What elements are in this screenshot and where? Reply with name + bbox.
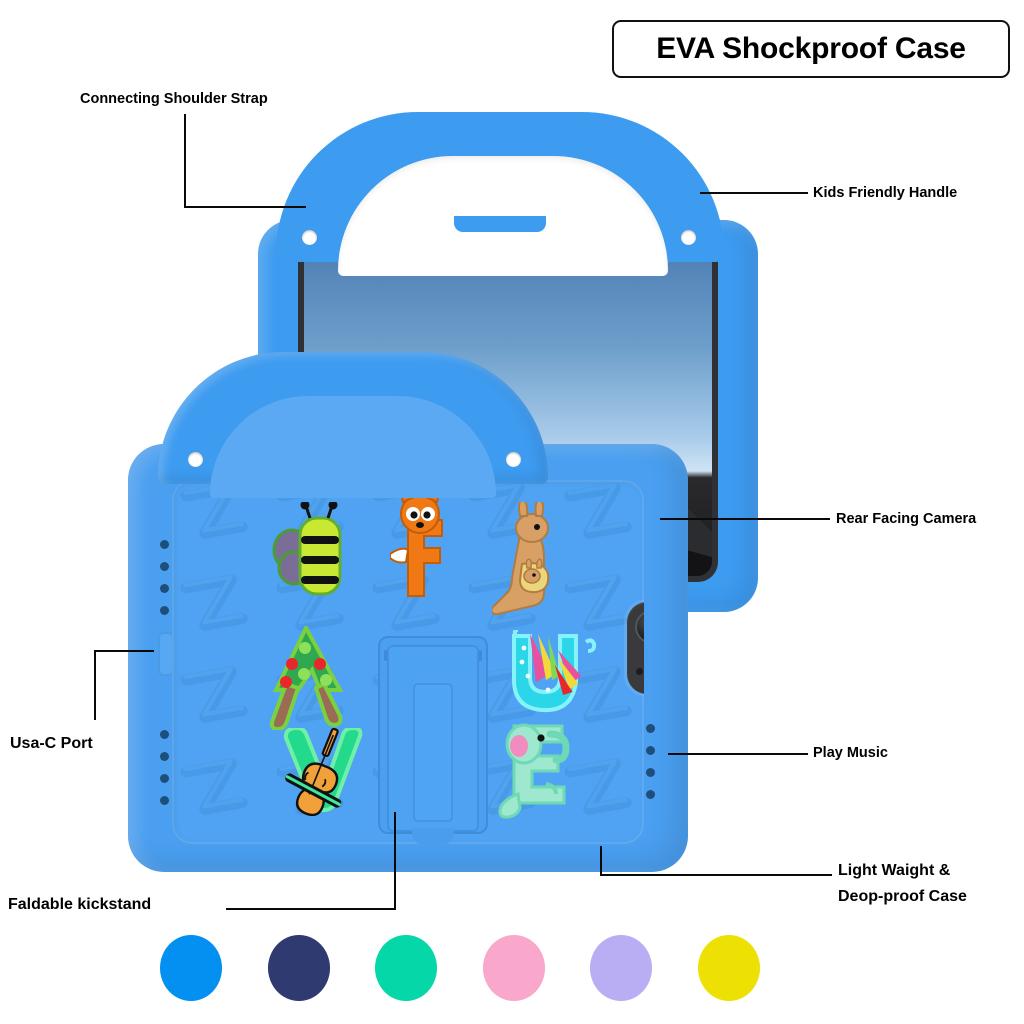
dot [160,562,169,571]
dot [160,606,169,615]
left-side-speaker-dots [160,730,169,805]
leader-strap-vertical [184,114,186,208]
kickstand-pull-tab[interactable] [412,828,454,844]
leader-handle [700,192,808,194]
leader-usbc-horizontal [94,650,154,652]
leader-usbc-vertical [94,650,96,720]
camera-lens-top [635,610,644,644]
camera-microphone [636,668,643,675]
leader-strap-horizontal [184,206,306,208]
strap-hole-front-left [188,452,203,467]
label-light-weight-line1: Light Waight & [838,862,951,879]
label-kids-friendly-handle: Kids Friendly Handle [813,185,958,201]
color-swatch-yellow[interactable] [697,935,760,1001]
dot [160,730,169,739]
dot [646,790,655,799]
leader-lightweight-horizontal [600,874,832,876]
leader-music [668,753,808,755]
dot [646,768,655,777]
label-connecting-shoulder-strap: Connecting Shoulder Strap [80,91,268,107]
elephant-figure [498,723,570,819]
case-top-notch [454,216,546,232]
left-side-dots [160,540,169,615]
strap-hole-right [681,230,696,245]
leader-kickstand-horizontal [226,908,396,910]
color-swatch-row [160,932,760,1004]
usb-c-port-opening [158,632,174,676]
dot [160,796,169,805]
dot [160,584,169,593]
case-back-view [128,352,708,872]
rear-camera-module [627,602,644,694]
case-back-panel [172,480,644,844]
dot [160,774,169,783]
color-swatch-navy[interactable] [267,935,330,1001]
color-swatch-blue[interactable] [160,935,222,1001]
label-play-music: Play Music [813,745,888,761]
foldable-kickstand[interactable] [378,636,488,844]
label-faldable-kickstand: Faldable kickstand [8,896,152,913]
leader-kickstand-vertical [394,812,396,910]
violin-figure [283,728,363,816]
handle-grip-opening-front [210,396,496,498]
label-usb-c-port: Usa-C Port [10,735,93,752]
label-light-weight-line2: Deop-proof Case [838,887,967,905]
strap-hole-left [302,230,317,245]
leader-lightweight-vertical [600,846,602,876]
color-swatch-lavender[interactable] [590,935,653,1001]
fox-figure [390,494,443,597]
bee-figure [272,502,342,596]
color-swatch-pink[interactable] [482,935,545,1001]
right-side-speaker-dots [646,724,655,799]
dot [646,746,655,755]
label-rear-facing-camera: Rear Facing Camera [836,511,977,527]
case-handle-front [158,352,548,498]
case-handle-rear [276,112,724,276]
title-text: EVA Shockproof Case [656,32,966,65]
kickstand-panel-mid [387,645,479,832]
title-badge: EVA Shockproof Case [612,20,1010,78]
tree-figure [269,626,344,730]
umbrella-figure [512,630,597,713]
color-swatch-teal[interactable] [375,935,438,1001]
dot [160,752,169,761]
leader-camera [660,518,830,520]
strap-hole-front-right [506,452,521,467]
label-light-weight-drop-proof: Light Waight & Deop-proof Case [838,858,967,910]
kickstand-panel-inner [413,683,453,822]
kangaroo-figure [492,502,550,616]
dot [646,724,655,733]
dot [160,540,169,549]
